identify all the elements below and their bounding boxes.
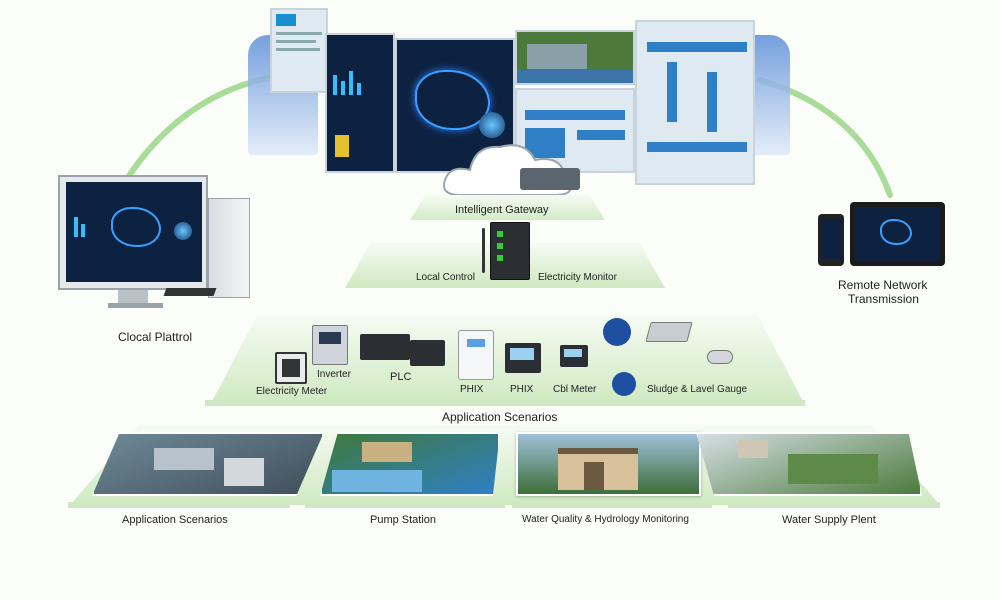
dashboard-screen-6[interactable]: [635, 20, 755, 185]
scenario-label-water-supply: Water Supply Plent: [782, 514, 876, 526]
scenario-photo-industrial[interactable]: [92, 432, 324, 496]
tablet[interactable]: [850, 202, 945, 266]
scenario-base-4: [728, 502, 940, 508]
scenario-photo-water-supply-plant[interactable]: [696, 432, 922, 496]
camera-icon: [707, 350, 733, 364]
remote-label-line1: Remote Network: [838, 278, 928, 292]
scenario-label-water-quality: Water Quality & Hydrology Monitoring: [522, 514, 689, 525]
pc-tower: [208, 198, 250, 298]
china-map-graphic: [415, 70, 490, 130]
scenario-base-2: [305, 502, 505, 508]
dashboard-screen-1[interactable]: [270, 8, 328, 93]
monitor-stand: [118, 290, 148, 304]
plc-device: [360, 334, 410, 360]
monitor-base: [108, 303, 163, 308]
gateway-antenna-icon: [482, 228, 485, 273]
scenario-label-application: Application Scenarios: [122, 514, 228, 526]
smartphone[interactable]: [818, 214, 844, 266]
device-label-electricity-meter: Electricity Meter: [256, 386, 328, 397]
monitor[interactable]: [58, 175, 208, 290]
scenario-photo-water-quality[interactable]: [516, 432, 701, 496]
remote-label-line2: Transmission: [848, 292, 919, 306]
flow-meter-top-icon: [603, 318, 631, 346]
scenario-base-1: [68, 502, 290, 508]
device-label-plc: PLC: [390, 371, 412, 383]
device-label-inverter: Inverter: [317, 369, 351, 380]
gateway-device[interactable]: [490, 222, 530, 280]
device-label-phix-1: PHIX: [460, 384, 484, 395]
cbl-meter-device: [560, 345, 588, 367]
flow-meter-bottom-icon: [612, 372, 636, 396]
device-tier-base: [205, 400, 805, 406]
local-control-label: Local Control: [416, 272, 475, 283]
dashboard-screen-photo[interactable]: [515, 30, 635, 85]
scenario-photo-pump-station[interactable]: [320, 432, 500, 496]
electricity-monitor-label: Electricity Monitor: [538, 272, 617, 283]
application-scenarios-header: Application Scenarios: [442, 410, 558, 424]
gateway-router-icon: [520, 168, 580, 190]
device-label-sludge-level-gauge: Sludge & Lavel Gauge: [647, 384, 748, 395]
device-label-cbl-meter: Cbl Meter: [553, 384, 597, 395]
gateway-label: Intelligent Gateway: [455, 204, 549, 216]
left-platform-label: Clocal Plattrol: [118, 330, 193, 344]
phix-device-1: [458, 330, 494, 380]
electricity-meter-device: [275, 352, 307, 384]
phix-device-2: [505, 343, 541, 373]
inverter-device: [312, 325, 348, 365]
scenario-base-3: [512, 502, 712, 508]
keyboard: [163, 288, 217, 296]
plc-module: [410, 340, 445, 366]
gateway-tier: [410, 195, 605, 220]
dashboard-screen-2[interactable]: [325, 33, 395, 173]
device-label-phix-2: PHIX: [510, 384, 534, 395]
level-gauge-device: [645, 322, 693, 342]
scenario-label-pump-station: Pump Station: [370, 514, 437, 526]
